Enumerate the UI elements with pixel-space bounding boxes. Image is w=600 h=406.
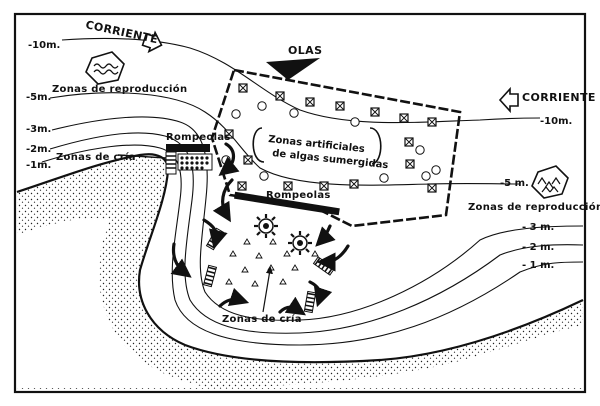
current-arrow-top-icon bbox=[141, 30, 163, 54]
contour-5m bbox=[49, 92, 521, 186]
depth-label-left-5m: -5m. bbox=[26, 92, 51, 103]
depth-label-right-1m: - 1 m. bbox=[522, 260, 554, 271]
label-bracket bbox=[252, 127, 265, 163]
breakwater-label-top: Rompeolas bbox=[166, 132, 231, 143]
spiked-structure-1 bbox=[254, 214, 278, 238]
artificial-zone-boundary bbox=[210, 68, 462, 228]
contour-3m bbox=[51, 116, 584, 321]
current-label-right: CORRIENTE bbox=[522, 91, 596, 104]
breakwater-label-inner: Rompeolas bbox=[266, 190, 331, 201]
repro-label-right: Zonas de reproducción bbox=[468, 201, 600, 213]
repro-hexagon-right-icon bbox=[531, 165, 569, 199]
contour-1m bbox=[41, 144, 584, 346]
coastline bbox=[16, 153, 584, 364]
depth-label-left-2m: -2m. bbox=[26, 144, 51, 155]
repro-label-left: Zonas de reproducción bbox=[52, 83, 187, 95]
nursery-label-left: Zonas de cría bbox=[56, 151, 136, 163]
depth-label-right-5m: -5 m. bbox=[500, 178, 529, 189]
breakwater-inner bbox=[234, 191, 340, 216]
nursery-pointer-bottom bbox=[262, 266, 273, 313]
waves-arrow-icon bbox=[266, 58, 320, 80]
depth-label-left-10m: -10m. bbox=[28, 40, 60, 51]
frame-border bbox=[13, 12, 587, 394]
depth-label-left-1m: -1m. bbox=[26, 160, 51, 171]
label-bracket-right bbox=[369, 127, 382, 165]
waves-label: OLAS bbox=[288, 44, 322, 57]
repro-hexagon-left-icon bbox=[85, 51, 125, 85]
current-arrow-right-icon bbox=[498, 86, 519, 114]
contour-2m bbox=[49, 132, 584, 334]
depth-label-right-10m: -10m. bbox=[540, 116, 572, 127]
land-interior bbox=[17, 217, 210, 388]
depth-label-left-3m: -3m. bbox=[26, 124, 51, 135]
artificial-reef-blocks bbox=[221, 83, 441, 193]
spiked-structure-2 bbox=[288, 231, 312, 255]
current-label-top: CORRIENTE bbox=[84, 18, 159, 46]
nursery-label-bottom: Zonas de cría bbox=[222, 313, 302, 325]
land-interior-right bbox=[230, 325, 583, 388]
depth-label-right-2m: - 2 m. bbox=[522, 242, 554, 253]
circulation-arrows bbox=[170, 142, 350, 316]
depth-label-right-3m: - 3 m. bbox=[522, 222, 554, 233]
nursery-pointer-left bbox=[117, 154, 167, 159]
breakwater-upper bbox=[165, 144, 213, 175]
